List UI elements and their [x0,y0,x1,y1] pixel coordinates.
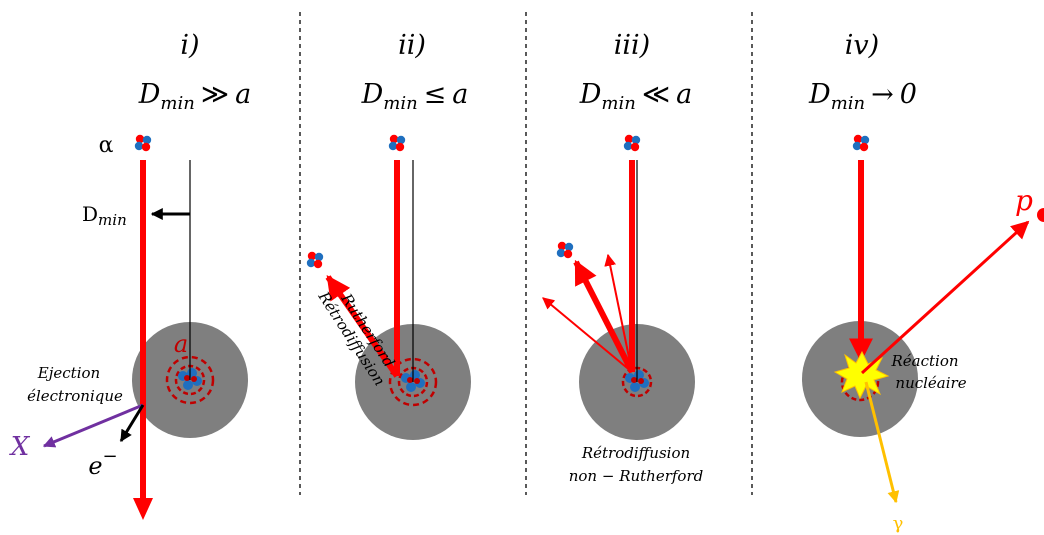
proton-particle [1037,208,1044,222]
dmin-label: Dmin [82,202,127,229]
scattered-alpha-iii [556,241,574,259]
panel-iv: iv) Dmin→0 p γ Réaction nucléaire [802,30,1044,534]
alpha-particle-iii [623,134,641,152]
alpha-particle-i [134,134,152,152]
reaction-label-line2: nucléaire [895,374,966,392]
nonrutherford-label-line2: non − Rutherford [569,467,704,485]
alpha-particle-iv [852,134,870,152]
xray-label: X [9,432,31,462]
gamma-arrow [864,381,900,504]
panel-i-condition: Dmin≫a [138,79,251,114]
backscatter-arrow-iii-left [542,297,633,373]
backscatter-arrow-ii [325,275,400,378]
proton-arrow [860,220,1030,375]
alpha-particle-ii [388,134,406,152]
panel-iii-condition: Dmin≪a [579,79,692,114]
xray-arrow [42,403,144,448]
nucleus-ring-outer-ii [388,357,438,407]
reaction-label-line1: Réaction [890,352,958,370]
electron-label: e− [88,446,117,480]
backscatter-arrow-iii-up [604,253,633,373]
panel-i: i) Dmin≫a α a Dmin Ejection électronique… [9,30,251,520]
radius-a-label: a [174,330,188,358]
panel-i-label: i) [180,30,199,61]
ejection-label-line1: Ejection [37,364,100,382]
panel-iii-label: iii) [614,30,650,61]
panel-ii-label: ii) [398,30,426,61]
nucleus-i [178,368,202,390]
panel-ii: ii) Dmin≤a Rétrodiffusion Rutherford [306,30,471,440]
scattered-alpha-ii [306,251,324,269]
panel-iii: iii) Dmin≪a Rétrodiffusion non − Rutherf… [542,30,704,485]
backscatter-arrow-iii-main [573,259,635,374]
nucleus-ring-outer-i [165,355,215,405]
explosion-icon [833,350,890,400]
panel-ii-condition: Dmin≤a [361,79,469,114]
electron-arrow [119,404,145,443]
panel-iv-condition: Dmin→0 [808,79,917,114]
proton-label: p [1015,184,1033,217]
alpha-beam-i-arrowhead [133,498,153,520]
ejection-label-line2: électronique [27,387,123,405]
alpha-label: α [99,133,114,158]
nonrutherford-label-line1: Rétrodiffusion [581,444,690,462]
gamma-label: γ [893,513,904,534]
panel-iv-label: iv) [845,30,879,61]
